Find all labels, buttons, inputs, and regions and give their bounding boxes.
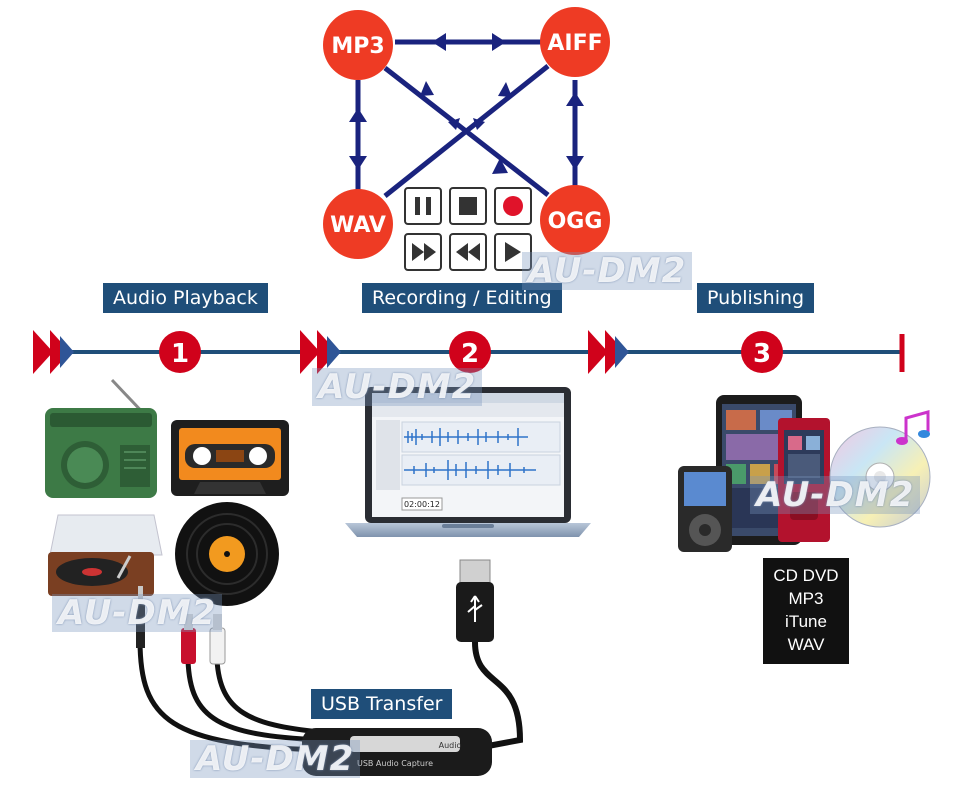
- step-1-label: Audio Playback: [103, 283, 268, 313]
- rewind-icon: [449, 233, 487, 271]
- record-icon: [494, 187, 532, 225]
- format-node-aiff: AIFF: [540, 7, 610, 77]
- watermark-top: AU-DM2: [522, 252, 693, 290]
- turntable-image: [48, 514, 163, 596]
- transport-controls: [404, 187, 532, 271]
- timeline-arrow-mid-2: [588, 330, 629, 374]
- rca-cables: [136, 586, 321, 753]
- pause-icon: [404, 187, 442, 225]
- output-formats-box: CD DVD MP3 iTune WAV: [763, 558, 849, 664]
- step-2-label: Recording / Editing: [362, 283, 562, 313]
- ipod-image: [678, 466, 732, 552]
- step-1-marker: 1: [159, 331, 201, 373]
- fast-forward-icon: [404, 233, 442, 271]
- watermark-left: AU-DM2: [52, 594, 223, 632]
- device-port-label: Audio: [439, 741, 462, 750]
- timeline-arrow-mid-1: [300, 330, 341, 374]
- step-2-marker: 2: [449, 331, 491, 373]
- usb-transfer-label: USB Transfer: [311, 689, 453, 719]
- timeline-arrow-start: [33, 330, 74, 374]
- format-aiff-label: AIFF: [547, 31, 602, 56]
- vinyl-record-image: [175, 502, 279, 606]
- laptop-image: 02:00:12: [345, 387, 591, 537]
- usb-capture-device: USB Audio Capture Audio: [302, 728, 492, 776]
- output-format-mp3: MP3: [788, 589, 824, 608]
- step-1-number: 1: [171, 339, 189, 369]
- recording-counter: 02:00:12: [404, 500, 440, 509]
- watermark-bottom: AU-DM2: [190, 740, 361, 778]
- timeline: 1 2 3: [33, 330, 905, 374]
- usb-icon: [467, 595, 483, 622]
- walkman-image: [778, 418, 830, 542]
- step-2-number: 2: [461, 339, 479, 369]
- step-3-number: 3: [753, 339, 771, 369]
- format-network: [349, 33, 584, 198]
- watermark-right: AU-DM2: [750, 476, 921, 514]
- format-node-ogg: OGG: [540, 185, 610, 255]
- device-label: USB Audio Capture: [357, 759, 433, 768]
- format-node-wav: WAV: [323, 189, 393, 259]
- output-format-wav: WAV: [787, 635, 825, 654]
- play-icon: [494, 233, 532, 271]
- format-node-mp3: MP3: [323, 10, 393, 80]
- cassette-radio-image: [45, 378, 157, 498]
- format-wav-label: WAV: [330, 213, 386, 238]
- output-format-cd-dvd: CD DVD: [773, 566, 839, 585]
- watermark-middle: AU-DM2: [312, 368, 483, 406]
- format-ogg-label: OGG: [548, 209, 603, 234]
- cassette-tape-image: [171, 420, 289, 496]
- cd-disc-image: [829, 426, 931, 528]
- step-3-label: Publishing: [697, 283, 815, 313]
- output-format-itune: iTune: [785, 612, 827, 631]
- step-3-marker: 3: [741, 331, 783, 373]
- music-note-icon: [896, 410, 930, 445]
- usb-cable: [456, 559, 524, 749]
- format-mp3-label: MP3: [331, 34, 384, 59]
- stop-icon: [449, 187, 487, 225]
